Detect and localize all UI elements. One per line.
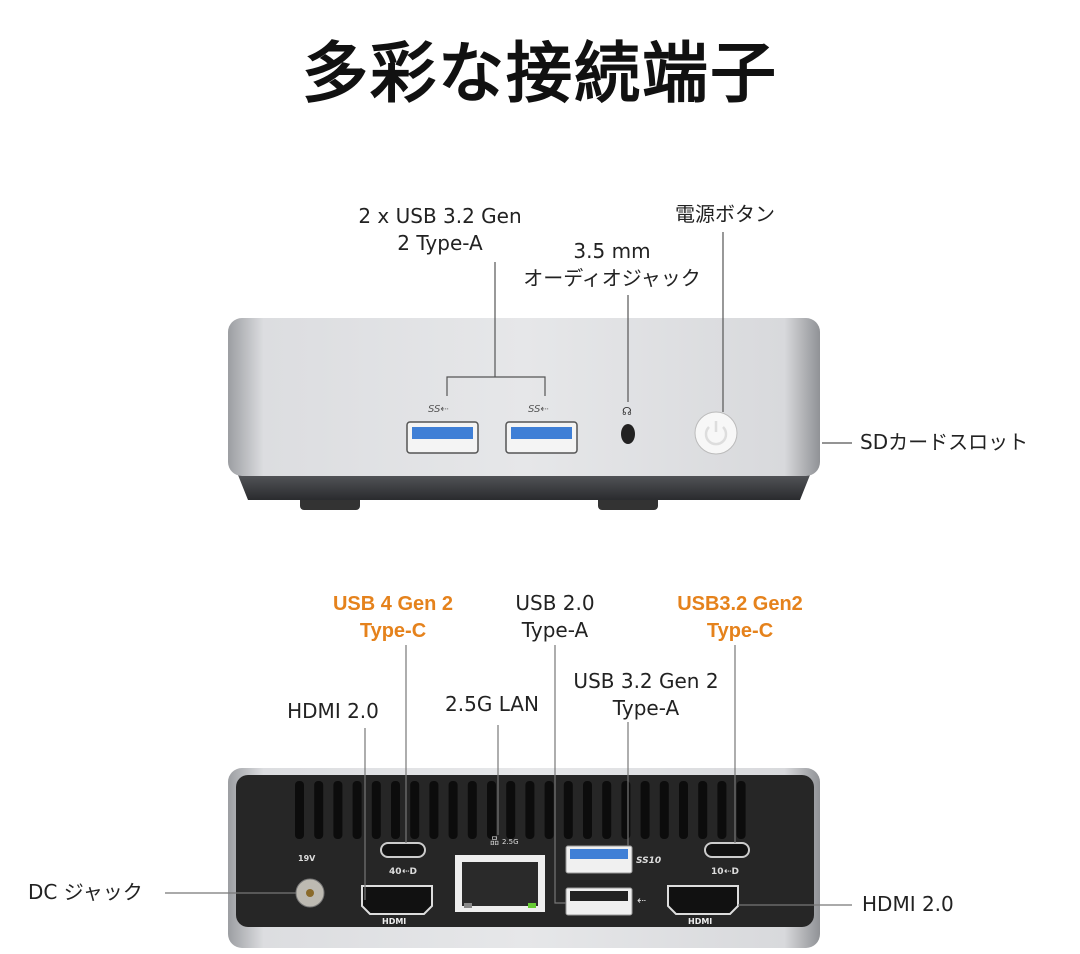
power-icon bbox=[704, 426, 728, 446]
usb-c-port: 40 ⇠D bbox=[380, 842, 426, 877]
usb-c-port: 10 ⇠D bbox=[704, 842, 750, 877]
usb-a-2-port: ⇠ bbox=[565, 887, 646, 916]
ethernet-port: 品 2.5G bbox=[455, 836, 545, 912]
label-line: Type-A bbox=[612, 696, 680, 720]
ss-usb-icon: SS⇠ bbox=[428, 404, 449, 415]
usb32-type-a-label: USB 3.2 Gen 2 Type-A bbox=[573, 668, 718, 722]
vent-slot bbox=[602, 781, 612, 839]
vent-slot bbox=[583, 781, 592, 839]
callout-lines bbox=[446, 232, 852, 444]
vent-slot bbox=[640, 781, 650, 839]
vent-slot bbox=[391, 781, 400, 839]
lan-speed-mark: 2.5G bbox=[502, 838, 519, 846]
usb2-type-a-label: USB 2.0 Type-A bbox=[515, 590, 594, 644]
thunderbolt-40-mark: 40 bbox=[389, 867, 402, 877]
power-button bbox=[694, 411, 738, 455]
sd-slot-label: SDカードスロット bbox=[860, 430, 1029, 454]
vent-slot bbox=[467, 781, 477, 839]
vent-slot bbox=[295, 781, 304, 839]
usb-10-mark: 10 bbox=[711, 867, 724, 877]
vent-slot bbox=[371, 781, 381, 839]
front-base bbox=[236, 470, 812, 500]
usb-a-front-label: 2 x USB 3.2 Gen 2 Type-A bbox=[358, 203, 521, 257]
usb-display-icon: ⇠D bbox=[724, 867, 739, 877]
usb-a-port bbox=[505, 421, 578, 454]
hdmi-left-label: HDMI 2.0 bbox=[287, 699, 379, 723]
usb-icon: ⇠ bbox=[637, 894, 646, 907]
vent-slot bbox=[544, 781, 554, 839]
callout-lines bbox=[165, 645, 852, 906]
vent-slot bbox=[487, 781, 496, 839]
vent-slot bbox=[410, 781, 420, 839]
label-line: USB 4 Gen 2 bbox=[332, 593, 454, 615]
hdmi-port: HDMI bbox=[361, 885, 433, 926]
label-line: Type-C bbox=[359, 620, 427, 642]
audio-jack-label: 3.5 mm オーディオジャック bbox=[523, 238, 701, 292]
vent-slot bbox=[659, 781, 669, 839]
label-line: USB3.2 Gen2 bbox=[677, 593, 803, 615]
vent-slot bbox=[621, 781, 631, 839]
dc-voltage-mark: 19V bbox=[298, 854, 316, 863]
label-line: Type-A bbox=[521, 618, 589, 642]
vent-slot bbox=[679, 781, 688, 839]
hdmi-logo: HDMI bbox=[688, 917, 712, 926]
vent-slot bbox=[717, 781, 727, 839]
hdmi-right-label: HDMI 2.0 bbox=[862, 892, 954, 916]
usb32-type-c-label: USB3.2 Gen2 Type-C bbox=[677, 591, 803, 645]
usb-a-port bbox=[406, 421, 479, 454]
vent-slot bbox=[429, 781, 439, 839]
front-chassis bbox=[228, 318, 820, 476]
page-title: 多彩な接続端子 bbox=[302, 35, 778, 112]
hdmi-port: HDMI bbox=[667, 885, 739, 926]
vent-slot bbox=[563, 781, 573, 839]
audio-jack bbox=[621, 424, 635, 444]
headphone-icon: ☊ bbox=[622, 405, 632, 418]
network-icon: 品 bbox=[490, 836, 499, 847]
vent-slot bbox=[506, 781, 516, 839]
label-line: USB 2.0 bbox=[515, 591, 595, 615]
lan-label: 2.5G LAN bbox=[445, 692, 539, 716]
vent-slot bbox=[736, 781, 746, 839]
vent-slot bbox=[314, 781, 324, 839]
label-line: 2 x USB 3.2 Gen bbox=[358, 204, 522, 228]
label-line: 2 Type-A bbox=[397, 231, 483, 255]
label-line: USB 3.2 Gen 2 bbox=[573, 669, 719, 693]
vent-slot bbox=[698, 781, 708, 839]
ss-usb-icon: SS⇠ bbox=[528, 404, 549, 415]
power-button-label: 電源ボタン bbox=[675, 202, 775, 226]
ss10-usb-mark: SS10 bbox=[636, 856, 661, 866]
label-line: オーディオジャック bbox=[523, 266, 701, 290]
vent-slots bbox=[295, 781, 746, 839]
label-line: 3.5 mm bbox=[573, 239, 651, 263]
vent-slot bbox=[448, 781, 458, 839]
usb4-type-c-label: USB 4 Gen 2 Type-C bbox=[333, 591, 453, 645]
label-line: Type-C bbox=[706, 620, 774, 642]
back-view: 19V HDMI 40 ⇠D 品 2.5G SS10 ⇠ bbox=[165, 645, 852, 948]
usb-display-icon: ⇠D bbox=[402, 867, 417, 877]
hdmi-logo: HDMI bbox=[382, 917, 406, 926]
vent-slot bbox=[333, 781, 343, 839]
dc-jack-label: DC ジャック bbox=[28, 880, 143, 904]
usb-a-3-port: SS10 bbox=[565, 845, 661, 874]
front-view: SS⇠ SS⇠ ☊ bbox=[228, 232, 852, 510]
vent-slot bbox=[352, 781, 362, 839]
vent-slot bbox=[525, 781, 535, 839]
